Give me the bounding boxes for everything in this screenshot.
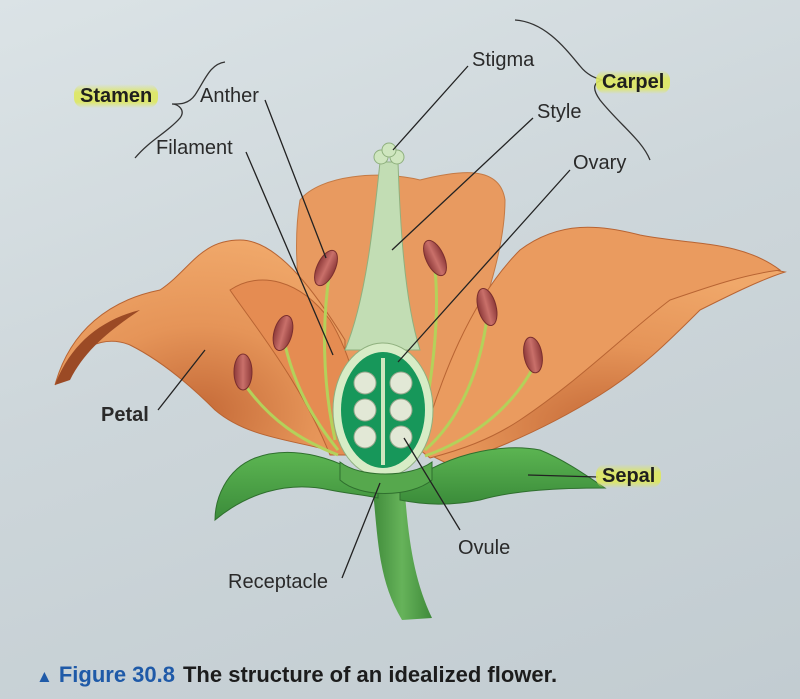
stamen-brace <box>134 61 226 159</box>
receptacle <box>339 460 433 494</box>
filament-3 <box>243 384 339 457</box>
label-receptacle: Receptacle <box>228 571 329 593</box>
anther-6 <box>523 336 543 374</box>
leader-sepal <box>527 474 599 478</box>
anther-5 <box>476 288 498 326</box>
label-ovary: Ovary <box>573 152 627 174</box>
stigma <box>373 142 405 165</box>
label-style: Style <box>537 101 582 123</box>
anther-4 <box>423 239 447 277</box>
leader-filament <box>245 151 334 356</box>
label-stamen: Stamen <box>74 84 159 108</box>
petal-left-curl <box>55 310 140 385</box>
label-anther: Anther <box>200 85 259 107</box>
sepal-right <box>399 447 607 505</box>
leader-receptacle <box>341 482 381 579</box>
leader-ovule <box>403 437 461 531</box>
label-ovule: Ovule <box>458 537 511 559</box>
filament-6 <box>424 367 535 458</box>
anther-1 <box>314 249 338 287</box>
filament-1 <box>323 269 337 441</box>
figure-number: Figure 30.8 <box>58 662 175 687</box>
triangle-icon: ▲ <box>36 667 53 686</box>
leader-lines <box>157 65 599 579</box>
caption-text: The structure of an idealized flower. <box>182 662 558 687</box>
label-filament: Filament <box>156 137 233 159</box>
leader-petal <box>157 349 206 411</box>
label-petal: Petal <box>101 404 149 426</box>
figure-caption: ▲ Figure 30.8 The structure of an idealize… <box>36 662 557 688</box>
anther-3 <box>233 353 253 391</box>
anthers <box>233 239 543 391</box>
label-carpel: Carpel <box>596 70 671 94</box>
filament-5 <box>424 317 489 452</box>
sepal-left <box>214 452 379 522</box>
label-stigma: Stigma <box>472 49 535 71</box>
label-sepal: Sepal <box>596 464 662 488</box>
style <box>344 161 421 351</box>
leader-anther <box>264 99 327 259</box>
leader-stigma <box>392 65 469 151</box>
anther-2 <box>272 314 294 352</box>
filament-2 <box>283 344 340 451</box>
stem <box>372 480 432 620</box>
leader-ovary <box>397 169 571 363</box>
filaments <box>243 269 535 458</box>
leader-style <box>391 117 534 251</box>
